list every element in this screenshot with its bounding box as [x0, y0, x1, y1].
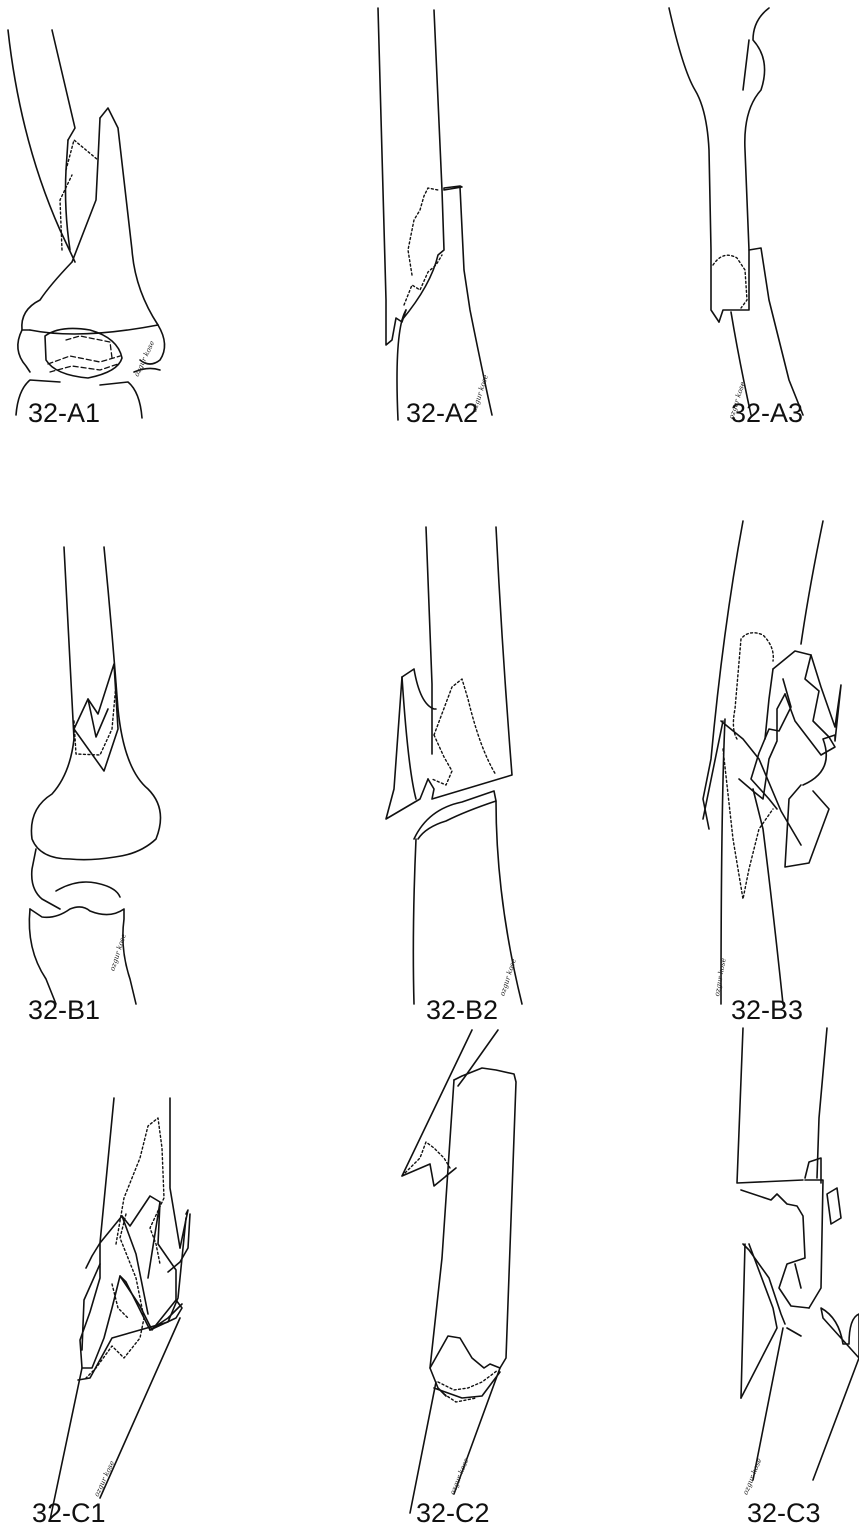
fracture-panel-32-c3: ozgur kose 32-C3: [573, 1018, 859, 1527]
fracture-illustration-32-b2: [286, 509, 572, 1018]
fracture-panel-32-a1: ozgur kose 32-A1: [0, 0, 286, 509]
fracture-illustration-32-a3: [573, 0, 859, 509]
fracture-panel-32-b1: ozgur kose 32-B1: [0, 509, 286, 1018]
fracture-illustration-32-c2: [286, 1018, 572, 1527]
fracture-panel-32-a3: ozgur kose 32-A3: [573, 0, 859, 509]
panel-label-32-a3: 32-A3: [731, 398, 803, 429]
fracture-illustration-32-b1: [0, 509, 286, 1018]
panel-label-32-a2: 32-A2: [406, 398, 478, 429]
panel-label-32-c3: 32-C3: [747, 1498, 821, 1529]
fracture-illustration-32-c3: [573, 1018, 859, 1527]
fracture-illustration-32-a1: [0, 0, 286, 509]
fracture-panel-32-b2: ozgur kose 32-B2: [286, 509, 572, 1018]
panel-label-32-a1: 32-A1: [28, 398, 100, 429]
fracture-illustration-32-a2: [286, 0, 572, 509]
fracture-panel-32-a2: ozgur kose 32-A2: [286, 0, 572, 509]
panel-label-32-c1: 32-C1: [32, 1498, 106, 1529]
fracture-illustration-32-c1: [0, 1018, 286, 1527]
fracture-illustration-32-b3: [573, 509, 859, 1018]
panel-label-32-c2: 32-C2: [416, 1498, 490, 1529]
fracture-panel-32-c2: ozgur kose 32-C2: [286, 1018, 572, 1527]
fracture-panel-32-c1: ozgur kose 32-C1: [0, 1018, 286, 1527]
fracture-panel-32-b3: ozgur kose 32-B3: [573, 509, 859, 1018]
